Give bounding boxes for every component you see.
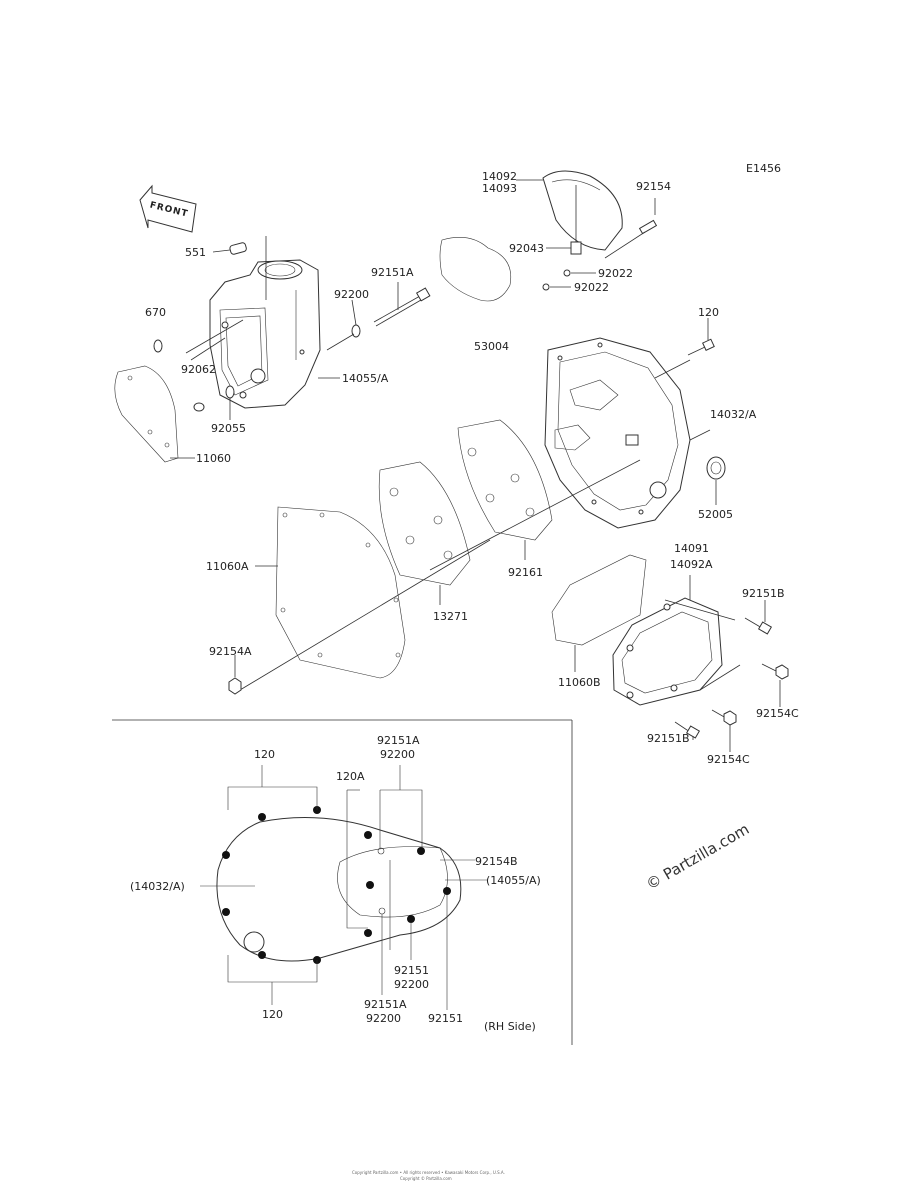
- bolt-part-92151B: [674, 600, 773, 740]
- label-92154C-2: 92154C: [707, 753, 750, 766]
- label-14092A: 14092A: [670, 558, 713, 571]
- inset-label-92151A: 92151A: [377, 734, 420, 747]
- inset-label-120-top: 120: [254, 748, 275, 761]
- label-14032A: 14032/A: [710, 408, 757, 421]
- label-92022a: 92022: [598, 267, 633, 280]
- gasket-part-92161: [457, 419, 553, 541]
- label-92043: 92043: [509, 242, 544, 255]
- gasket-part-53004: [439, 237, 512, 302]
- inset-label-92200-b: 92200: [394, 978, 429, 991]
- label-92154A: 92154A: [209, 645, 252, 658]
- bolt-part-92151A: [373, 282, 431, 327]
- gasket-part-11060: [114, 365, 179, 463]
- plug-part-551: [212, 242, 247, 255]
- label-92055: 92055: [211, 422, 246, 435]
- label-14093: 14093: [482, 182, 517, 195]
- label-92154: 92154: [636, 180, 671, 193]
- diagram-code: E1456: [746, 162, 781, 175]
- label-14091: 14091: [674, 542, 709, 555]
- inset-label-92151A-b: 92151A: [364, 998, 407, 1011]
- inset-label-92151-b: 92151: [428, 1012, 463, 1025]
- inset-label-14055A: (14055/A): [486, 874, 541, 887]
- label-92151B: 92151B: [742, 587, 785, 600]
- case-part-14055: [209, 259, 321, 409]
- label-92151A: 92151A: [371, 266, 414, 279]
- label-92161: 92161: [508, 566, 543, 579]
- cover-part-14091: [612, 575, 723, 706]
- label-92062: 92062: [181, 363, 216, 376]
- gasket-part-13271: [378, 461, 471, 586]
- label-92022b: 92022: [574, 281, 609, 294]
- label-13271: 13271: [433, 610, 468, 623]
- oring-part-92055: [193, 385, 235, 412]
- inset-label-14032A: (14032/A): [130, 880, 185, 893]
- label-551: 551: [185, 246, 206, 259]
- front-arrow-icon: FRONT: [139, 184, 197, 233]
- label-52005: 52005: [698, 508, 733, 521]
- cover-part-14032: [544, 337, 691, 529]
- bolt-part-92154: [604, 198, 658, 259]
- footer-line-2: Copyright © Partzilla.com: [400, 1176, 452, 1181]
- bolt-part-120: [687, 318, 715, 356]
- footer-line-1: Copyright Partzilla.com • All rights res…: [352, 1170, 505, 1175]
- inset-rh-side: [112, 719, 573, 1045]
- inset-caption: (RH Side): [484, 1020, 536, 1033]
- inset-label-120-bot: 120: [262, 1008, 283, 1021]
- label-14055A: 14055/A: [342, 372, 389, 385]
- cap-part-52005: [706, 456, 726, 505]
- washer-part-92022: [542, 269, 596, 291]
- inset-label-92200-c: 92200: [366, 1012, 401, 1025]
- inset-label-120A: 120A: [336, 770, 365, 783]
- inset-label-92154B: 92154B: [475, 855, 518, 868]
- inset-label-92151: 92151: [394, 964, 429, 977]
- oring-part-92062: [153, 339, 163, 353]
- bolt-part-92154A: [228, 655, 242, 695]
- label-11060A: 11060A: [206, 560, 249, 573]
- inset-label-92200: 92200: [380, 748, 415, 761]
- cover-part-14092: [542, 170, 623, 255]
- label-92154C: 92154C: [756, 707, 799, 720]
- label-14092: 14092: [482, 170, 517, 183]
- bolt-part-92154C: [711, 663, 789, 752]
- label-92151B-2: 92151B: [647, 732, 690, 745]
- label-670: 670: [145, 306, 166, 319]
- label-11060: 11060: [196, 452, 231, 465]
- watermark: © Partzilla.com: [643, 820, 752, 893]
- label-11060B: 11060B: [558, 676, 601, 689]
- gasket-part-11060B: [551, 554, 647, 672]
- label-92200: 92200: [334, 288, 369, 301]
- label-120: 120: [698, 306, 719, 319]
- washer-part-92200: [351, 299, 361, 338]
- gasket-part-11060A: [275, 506, 406, 679]
- label-53004: 53004: [474, 340, 509, 353]
